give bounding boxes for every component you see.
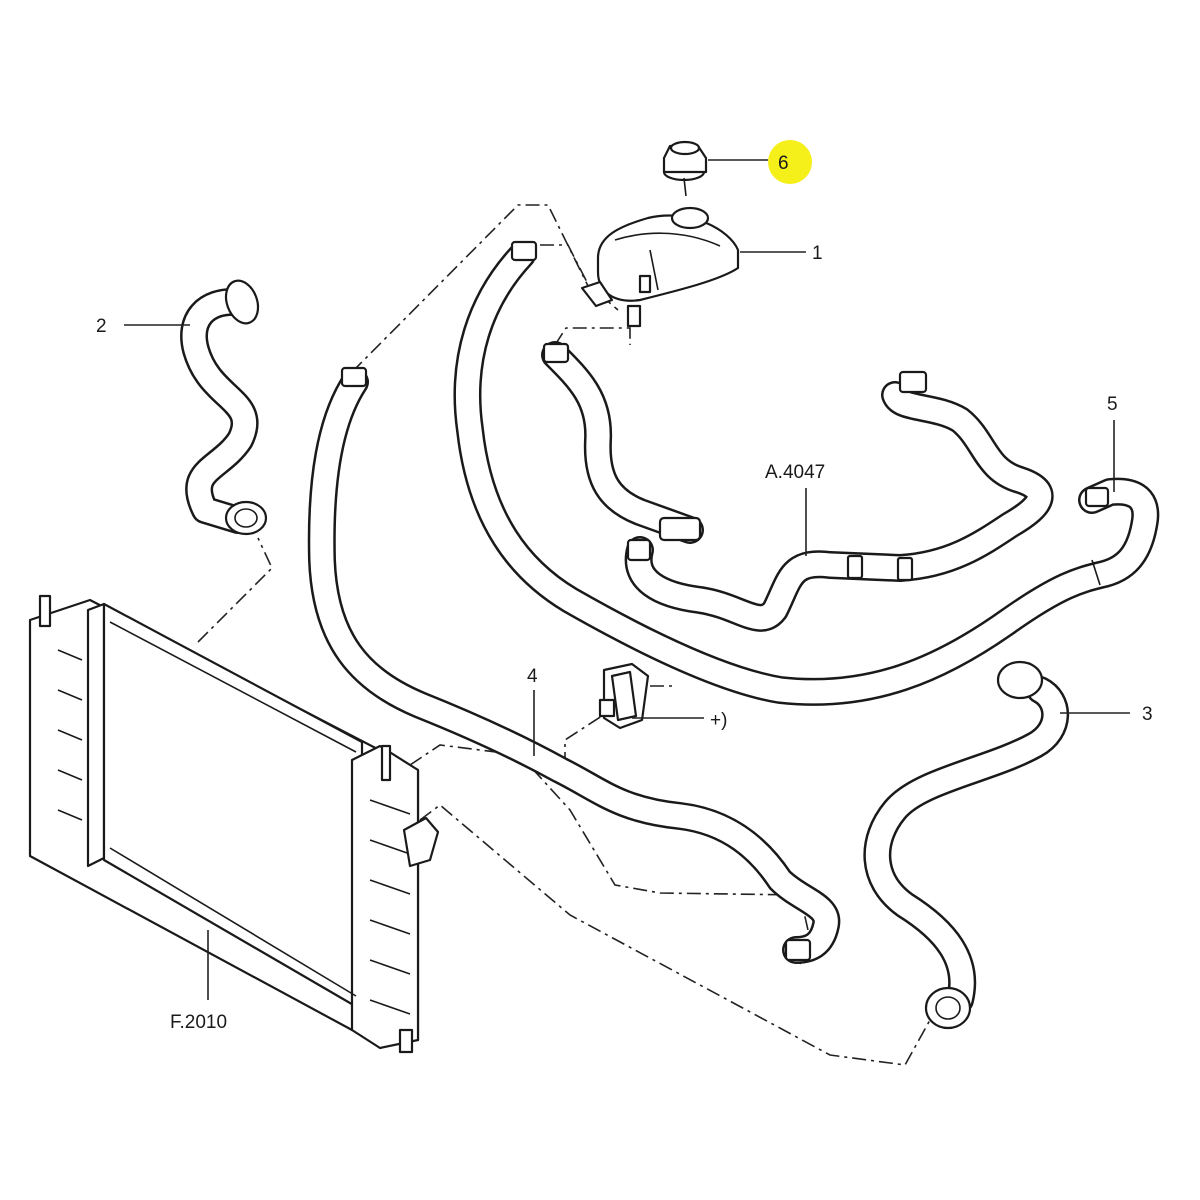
callout-upper-left-hose: 2: [96, 316, 107, 337]
callout-tank: 1: [812, 243, 823, 264]
heater-hoses: [541, 341, 1054, 632]
callout-lower-hose: 4: [527, 666, 538, 687]
callout-radiator: F.2010: [170, 1012, 227, 1033]
lower-hose: [307, 366, 841, 964]
cap-callout-highlight: [768, 140, 812, 184]
filler-neck: [670, 206, 710, 230]
bleed-hose: [453, 240, 1160, 706]
radiator: [28, 594, 440, 1054]
callout-lower-right-hose: 3: [1142, 704, 1153, 725]
callout-cap: 6: [778, 153, 789, 174]
tank-cap: [662, 140, 708, 197]
callout-heater-hoses: A.4047: [765, 462, 825, 483]
lower-right-hose: [863, 660, 1070, 1030]
leader-lines: [124, 159, 1130, 1000]
callout-clip: +): [710, 710, 727, 731]
callout-bleed-hose: 5: [1107, 394, 1118, 415]
hose-clip: [598, 662, 650, 730]
upper-left-hose: [180, 279, 268, 536]
expansion-tank: [580, 214, 740, 328]
